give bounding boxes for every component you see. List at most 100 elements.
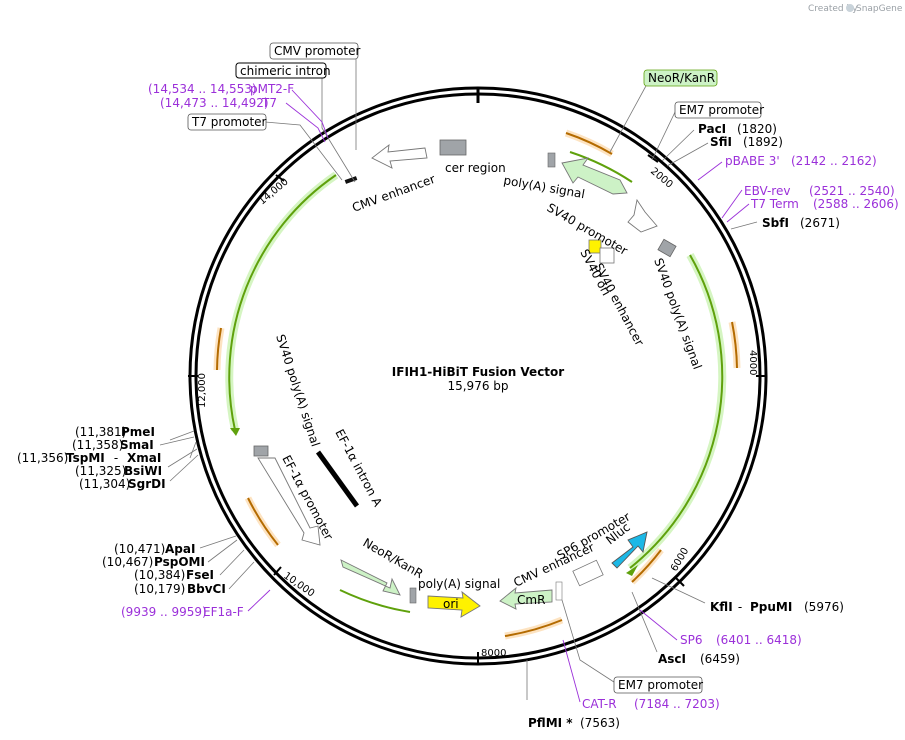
box-chimeric-intron (235, 62, 327, 79)
primer-pos-t7term: (2588 .. 2606) (813, 197, 899, 211)
enzyme-kfli-pos: (5976) (804, 600, 844, 614)
label-cmv-enhancer-top: CMV enhancer (350, 172, 437, 215)
ef1a-intron-bar (315, 450, 360, 508)
orange-orf-arcs (213, 129, 741, 640)
primer-line-pmt2f (291, 89, 329, 139)
callout-kfli (651, 577, 706, 604)
primer-labels: (14,534 .. 14,553) pMT2-F (14,473 .. 14,… (121, 82, 899, 711)
enzyme-pspomi: PspOMI (154, 555, 205, 569)
snapgene-logo-icon (846, 4, 854, 12)
label-ef1a-intron: EF-1α intron A (332, 427, 385, 510)
primer-line-t7 (285, 102, 326, 143)
primer-pos-t7: (14,473 .. 14,492) (160, 96, 269, 110)
tick-label-12000: 12,000 (197, 373, 208, 408)
primer-line-ef1af (247, 589, 271, 612)
orf-right-arrowhead (626, 565, 638, 576)
orf-top-right-arc (569, 151, 633, 183)
enzyme-kfli-sep: - (734, 600, 746, 614)
enzyme-tspmi: TspMI (66, 451, 105, 465)
enzyme-smai-pos: (11,358) (72, 438, 123, 452)
callout-sgrdi (169, 454, 199, 482)
sp6-promoter-box (572, 559, 604, 587)
box-t7-promoter (187, 113, 267, 131)
enzyme-paci: PacI (698, 122, 726, 136)
label-cmv-promoter: CMV promoter (274, 44, 361, 58)
callout-chimeric-intron (321, 77, 356, 183)
plasmid-size: 15,976 bp (447, 379, 508, 393)
callout-lines (159, 57, 758, 700)
orange-arc-lower-left (247, 497, 279, 546)
callout-em7-top (651, 109, 677, 161)
box-neor-kanr (643, 69, 718, 87)
label-polya-bottom: poly(A) signal (418, 577, 500, 591)
primer-pos-ef1af: (9939 .. 9959) (121, 605, 207, 619)
enzyme-asci: AscI (658, 652, 686, 666)
enzyme-pmei: PmeI (121, 425, 155, 439)
orange-arc-lower-right (631, 549, 662, 583)
primer-callouts (247, 89, 750, 703)
callout-neor-kanr (609, 83, 648, 153)
primer-name-t7: T7 (261, 96, 277, 110)
primer-name-t7term: T7 Term (750, 197, 799, 211)
cmv-enhancer-top-arrow (371, 143, 428, 169)
enzyme-pspomi-pos: (10,467) (102, 555, 153, 569)
callout-bsiwi (167, 448, 198, 468)
enzyme-bbvci: BbvCI (187, 582, 226, 596)
enzyme-paci-pos: (1820) (737, 122, 777, 136)
tick-14000 (275, 174, 285, 182)
nluc-arrow (611, 531, 648, 569)
enzyme-bsiwi-pos: (11,325) (75, 464, 126, 478)
enzyme-apai-pos: (10,471) (114, 542, 165, 556)
label-neor-kanr: NeoR/KanR (648, 71, 715, 85)
snapgene-credit: Created by SnapGene (808, 4, 903, 14)
em7-box (555, 581, 563, 601)
sv40-enhancer-box (599, 247, 615, 264)
enzyme-apai: ApaI (165, 542, 195, 556)
ef1a-promoter-arrow (257, 457, 321, 546)
primer-pos-ebvrev: (2521 .. 2540) (809, 184, 895, 198)
enzyme-labels-left: (11,381) PmeI (11,358) SmaI (11,356) Tsp… (17, 425, 226, 596)
callout-paci (661, 129, 695, 162)
sv40-polya-left-box (253, 445, 269, 457)
callout-smai (159, 436, 195, 446)
callout-pspomi (207, 539, 238, 563)
enzyme-smai: SmaI (120, 438, 154, 452)
enzyme-pflmi: PflMI * (528, 716, 573, 730)
enzyme-bsiwi: BsiWI (124, 464, 162, 478)
callout-em7-bottom (561, 599, 618, 685)
orf-left-arrowhead (230, 428, 240, 436)
chimeric-intron-mark (344, 176, 358, 184)
inner-features (253, 139, 677, 618)
plasmid-name: IFIH1-HiBiT Fusion Vector (392, 365, 565, 379)
primer-name-pmt2f: pMT2-F (250, 82, 294, 96)
label-cer-region: cer region (445, 161, 506, 175)
enzyme-sgrdi: SgrDI (128, 477, 166, 491)
primer-name-sp6: SP6 (680, 633, 703, 647)
enzyme-sfii: SfiI (710, 135, 732, 149)
box-em7-bottom (613, 676, 703, 694)
enzyme-sfii-pos: (1892) (743, 135, 783, 149)
orange-arc-bottom (504, 619, 563, 637)
sv40-promoter-arrow (561, 157, 628, 195)
callout-xmai (189, 441, 197, 459)
tick-10000 (273, 566, 282, 576)
enzyme-bbvci-pos: (10,179) (134, 582, 185, 596)
primer-line-ebvrev (721, 189, 743, 219)
enzyme-xmai: XmaI (127, 451, 161, 465)
label-em7-bottom: EM7 promoter (618, 678, 703, 692)
tick-label-8000: 8000 (481, 648, 506, 659)
orf-bottom-left-arc (339, 589, 411, 613)
enzyme-pmei-pos: (11,381) (75, 425, 126, 439)
enzyme-sbfi-pos: (2671) (800, 216, 840, 230)
primer-pos-sp6: (6401 .. 6418) (716, 633, 802, 647)
enzyme-pflmi-pos: (7563) (580, 716, 620, 730)
orange-arc-left (216, 327, 222, 371)
sv40-polya-right-box (657, 238, 677, 258)
label-t7-promoter: T7 promoter (191, 115, 267, 129)
enzyme-fsei-pos: (10,384) (134, 568, 185, 582)
tick-6000 (675, 577, 685, 587)
callout-fsei (219, 549, 245, 576)
orf-left-arc-halo (225, 171, 339, 431)
primer-line-sp6 (639, 609, 678, 641)
